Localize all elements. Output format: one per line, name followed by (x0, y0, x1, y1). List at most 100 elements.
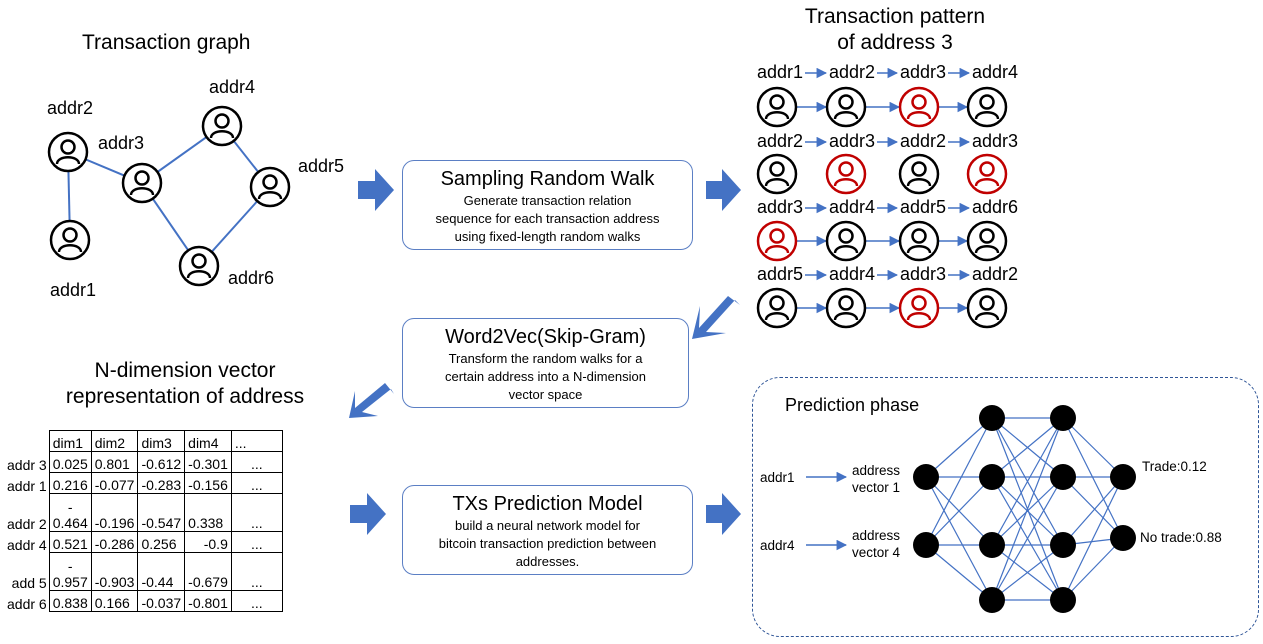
pattern-walk-label: addr1 (757, 62, 804, 82)
highlighted-address-icon (966, 153, 1008, 195)
nn-edge (991, 417, 1064, 601)
pattern-walk-label: addr2 (972, 264, 1019, 284)
row-label: addr 4 (7, 536, 47, 553)
step-desc-line: build a neural network model for (455, 518, 640, 533)
address-icon (966, 287, 1008, 329)
nn-edge (1062, 537, 1124, 601)
node-label-addr3: addr3 (98, 133, 145, 153)
table-cell: 0.256 (137, 531, 186, 553)
nn-edge (1062, 476, 1124, 546)
table-cell: ... (230, 472, 283, 494)
nn-neuron (1050, 587, 1076, 613)
table-cell: -0.957 (48, 552, 92, 591)
nn-neuron (979, 532, 1005, 558)
graph-title: Transaction graph (82, 31, 251, 54)
nn-edge (1062, 417, 1124, 539)
node-addr1-icon (49, 219, 91, 261)
pattern-walk-label: addr2 (900, 131, 947, 151)
nn-neuron (1110, 525, 1136, 551)
flow-arrows (349, 169, 741, 535)
table-cell: -0.801 (184, 590, 232, 612)
vec-label-line: vector 4 (852, 545, 901, 560)
table-cell: 0.801 (90, 451, 139, 473)
pattern-title-line: of address 3 (837, 31, 953, 54)
address-icon (825, 220, 867, 262)
pattern-walk-label: addr5 (757, 264, 804, 284)
nn-nodes (913, 405, 1136, 613)
pattern-walk-label: addr3 (900, 62, 947, 82)
table-cell: -0.903 (90, 552, 139, 591)
table-cell: -0.679 (184, 552, 232, 591)
address-icon (825, 287, 867, 329)
row-label: addr 3 (7, 456, 47, 473)
table-cell: -0.156 (184, 472, 232, 494)
highlighted-address-icon (825, 153, 867, 195)
highlighted-address-icon (756, 220, 798, 262)
table-cell: 0.216 (48, 472, 92, 494)
nn-edge (1062, 417, 1124, 478)
table-cell: 0.166 (90, 590, 139, 612)
row-label: addr 6 (7, 595, 47, 612)
table-cell: -0.44 (137, 552, 186, 591)
pattern-walk-label: addr4 (972, 62, 1019, 82)
nn-edge (991, 476, 1064, 546)
output-no-trade: No trade:0.88 (1140, 530, 1222, 545)
nn-neuron (1050, 532, 1076, 558)
nn-neuron (1050, 464, 1076, 490)
sampling-random-walk-box: Sampling Random Walk Generate transactio… (402, 160, 693, 250)
pattern-walk-label: addr3 (829, 131, 876, 151)
table-cell: -0.464 (48, 493, 92, 532)
vector-title: N-dimension vector representation of add… (40, 358, 330, 410)
word2vec-box: Word2Vec(Skip-Gram) Transform the random… (402, 318, 689, 408)
cell-prefix: - (67, 499, 73, 515)
table-header-cell: dim2 (90, 430, 139, 452)
pattern-title-line: Transaction pattern (804, 5, 986, 28)
vector-title-line: N-dimension vector (94, 359, 276, 382)
node-addr3-icon (121, 162, 163, 204)
table-cell: ... (230, 493, 283, 532)
table-cell: -0.547 (137, 493, 186, 532)
input-addr: addr1 (760, 470, 795, 485)
prediction-title: Prediction phase (785, 395, 920, 415)
table-header-cell: ... (230, 430, 283, 452)
step-title: TXs Prediction Model (452, 493, 643, 515)
output-trade: Trade:0.12 (1142, 459, 1207, 474)
nn-neuron (913, 464, 939, 490)
pattern-walk-label: addr3 (757, 197, 804, 217)
address-icon (825, 86, 867, 128)
step-desc-line: certain address into a N-dimension (445, 369, 646, 384)
pattern-arrows (796, 67, 971, 314)
nn-neuron (1050, 405, 1076, 431)
table-cell: -0.301 (184, 451, 232, 473)
nn-edge (1062, 476, 1124, 539)
row-label: addr 2 (7, 515, 47, 532)
table-cell: -0.283 (137, 472, 186, 494)
node-addr4-icon (201, 105, 243, 147)
step-desc-line: Transform the random walks for a (448, 351, 643, 366)
table-cell: -0.286 (90, 531, 139, 553)
table-cell: -0.077 (90, 472, 139, 494)
table-cell: -0.612 (137, 451, 186, 473)
table-header-cell: dim1 (48, 430, 92, 452)
nn-edge (925, 417, 993, 546)
table-cell: 0.025 (48, 451, 92, 473)
node-label-addr6: addr6 (228, 268, 275, 288)
pattern-walk-label: addr2 (829, 62, 876, 82)
nn-edge (991, 476, 1064, 601)
table-header-cell: dim4 (184, 430, 232, 452)
step-desc-line: using fixed-length random walks (454, 229, 641, 244)
pattern-walk-label: addr4 (829, 197, 876, 217)
step-desc-line: addresses. (515, 554, 580, 569)
nn-edge (1062, 476, 1124, 601)
vec-label-line: address (852, 528, 901, 543)
address-icon (756, 153, 798, 195)
address-icon (756, 287, 798, 329)
nn-neuron (979, 405, 1005, 431)
vec-label-line: address (852, 463, 901, 478)
nn-neuron (913, 532, 939, 558)
node-addr6-icon (178, 245, 220, 287)
step-desc-line: Generate transaction relation (463, 193, 632, 208)
